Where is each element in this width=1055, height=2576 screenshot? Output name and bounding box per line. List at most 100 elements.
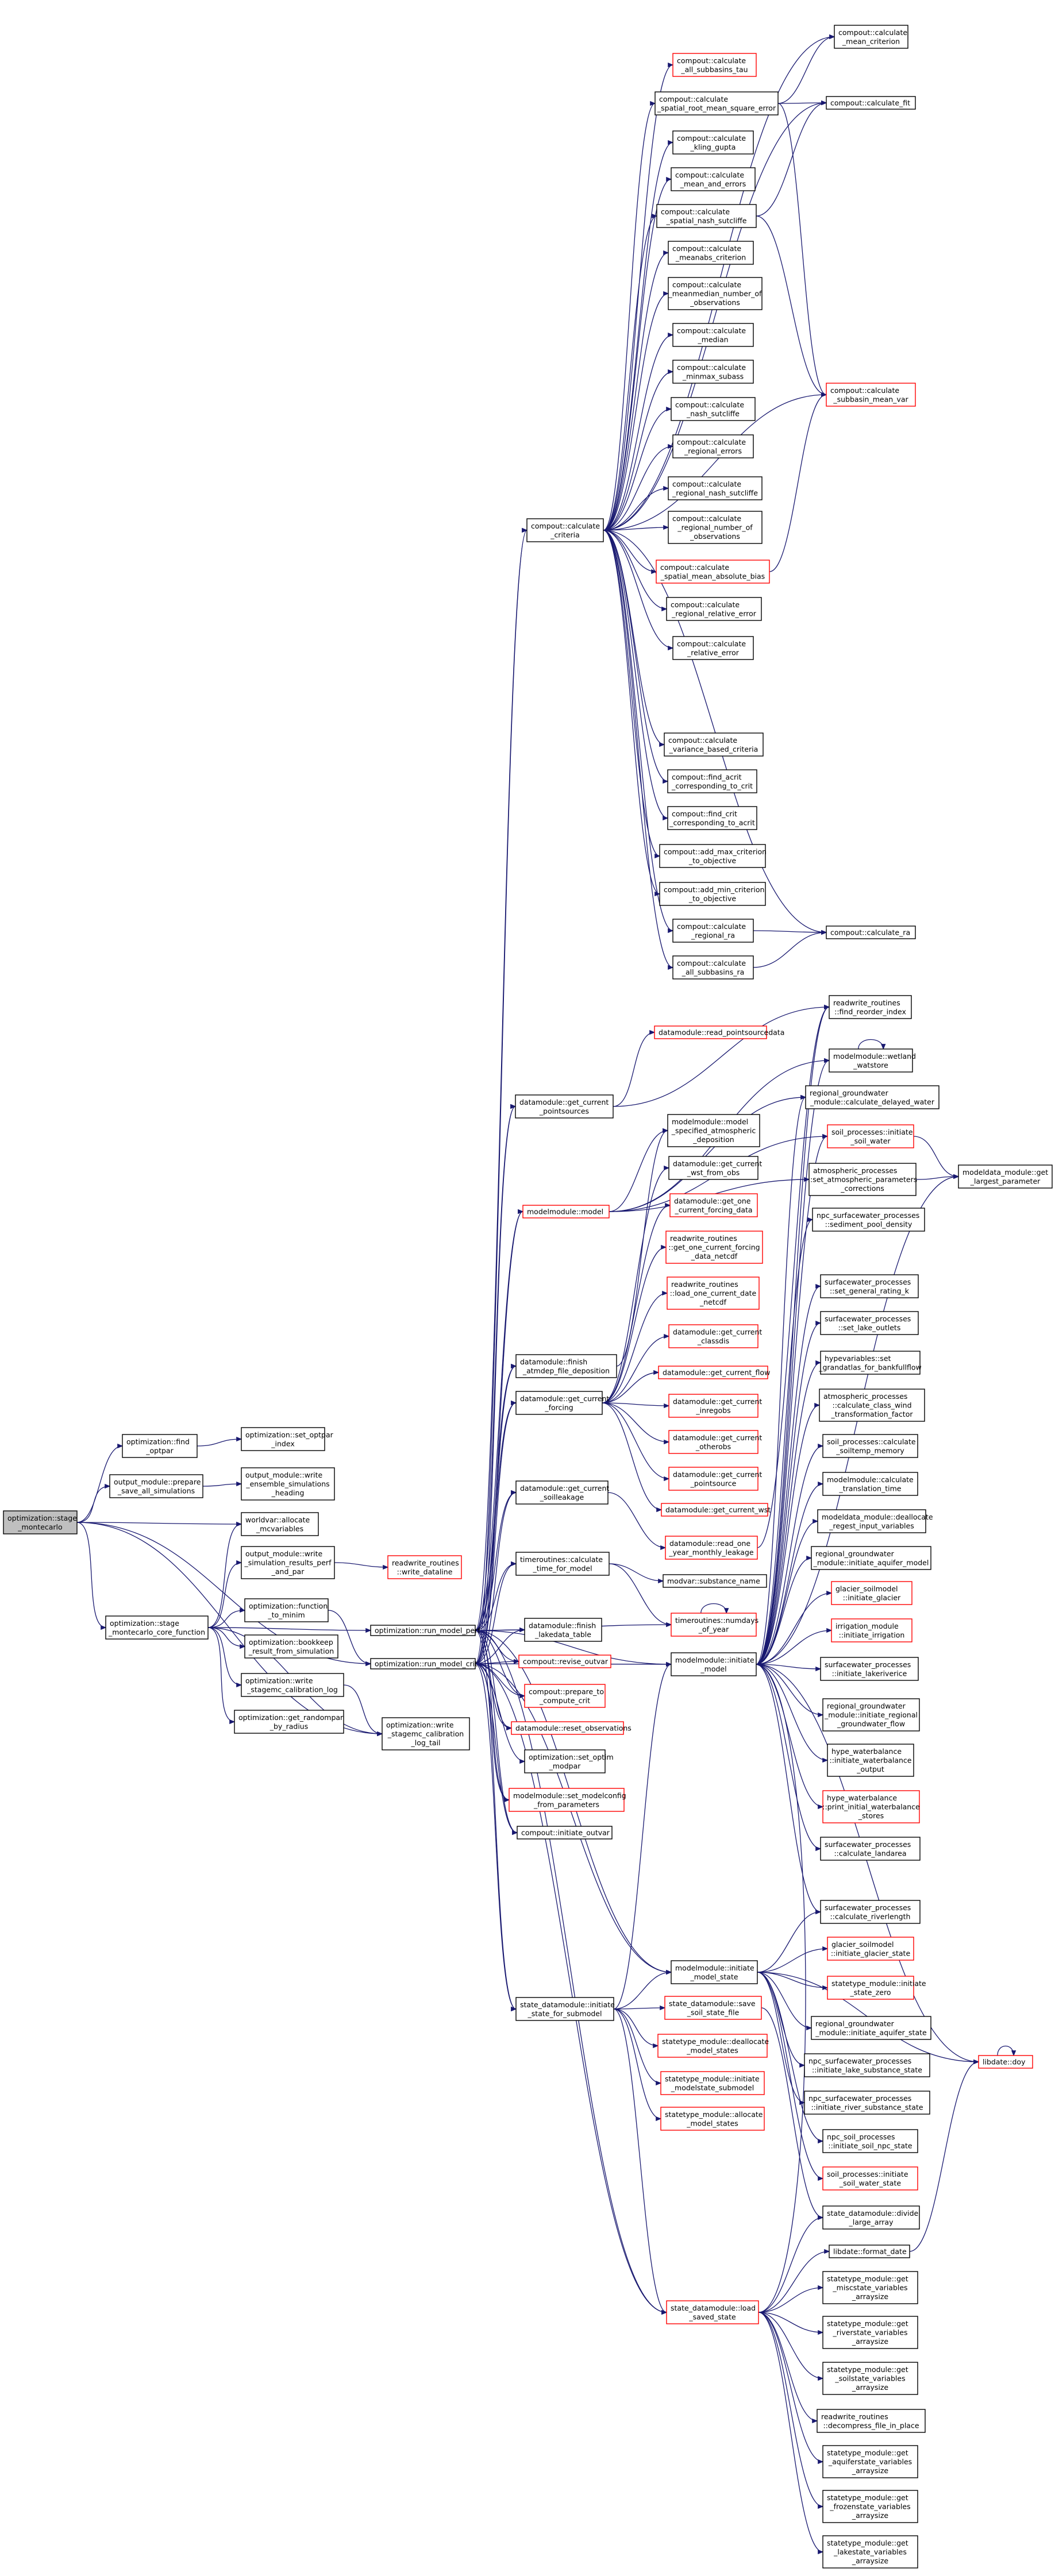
node-modelmodule-model[interactable]: modelmodule::model	[522, 1205, 610, 1218]
node-write-dataline[interactable]: readwrite_routines::write_dataline	[387, 1555, 462, 1579]
node-read-one-year-monthly-leakage[interactable]: datamodule::read_one_year_monthly_leakag…	[665, 1536, 758, 1560]
node-init-aquifer-state[interactable]: regional_groundwater_module::initiate_aq…	[811, 2016, 931, 2040]
node-model-specified-atm-dep[interactable]: modelmodule::model_specified_atmospheric…	[667, 1114, 760, 1147]
node-set-lake-outlets[interactable]: surfacewater_processes::set_lake_outlets	[820, 1311, 919, 1335]
node-calc-regional-nash[interactable]: compout::calculate_regional_nash_sutclif…	[668, 476, 763, 500]
node-init-soil-npc-state[interactable]: npc_soil_processes::initiate_soil_npc_st…	[822, 2129, 918, 2153]
node-read-pointsourcedata[interactable]: datamodule::read_pointsourcedata	[654, 1025, 784, 1039]
node-npc-sediment-pool-density[interactable]: npc_surfacewater_processes::sediment_poo…	[812, 1208, 925, 1232]
node-calc-delayed-water[interactable]: regional_groundwater_module::calculate_d…	[805, 1085, 940, 1109]
node-calc-mean-criterion[interactable]: compout::calculate_mean_criterion	[834, 25, 908, 49]
node-set-optim-modpar[interactable]: optimization::set_optim_modpar	[524, 1749, 614, 1773]
node-initiate-outvar[interactable]: compout::initiate_outvar	[517, 1826, 613, 1840]
node-divide-large-array[interactable]: state_datamodule::divide_large_array	[822, 2205, 920, 2230]
node-calc-minmax-subass[interactable]: compout::calculate_minmax_subass	[672, 360, 754, 384]
node-calc-regional-ra[interactable]: compout::calculate_regional_ra	[672, 919, 754, 943]
node-calc-riverlength[interactable]: surfacewater_processes::calculate_riverl…	[820, 1900, 921, 1924]
node-calc-ra[interactable]: compout::calculate_ra	[826, 925, 916, 939]
node-calc-meanmedian-number[interactable]: compout::calculate_meanmedian_number_of_…	[668, 277, 763, 310]
node-save-soil-state-file[interactable]: state_datamodule::save_soil_state_file	[664, 1996, 762, 2020]
node-calc-regional-errors[interactable]: compout::calculate_regional_errors	[672, 434, 754, 458]
node-init-glacier-state[interactable]: glacier_soilmodel::initiate_glacier_stat…	[827, 1937, 914, 1961]
node-init-soil-water[interactable]: soil_processes::initiate_soil_water	[827, 1124, 914, 1148]
node-find-reorder-index[interactable]: readwrite_routines::find_reorder_index	[829, 995, 912, 1019]
node-calc-spatial-root-mse[interactable]: compout::calculate_spatial_root_mean_squ…	[654, 91, 779, 115]
node-init-lake-substance-state[interactable]: npc_surfacewater_processes::initiate_lak…	[804, 2053, 930, 2077]
node-write-stagemc-log-tail[interactable]: optimization::write_stagemc_calibration_…	[382, 1717, 470, 1750]
node-get-current-wst-from-obs[interactable]: datamodule::get_current_wst_from_obs	[668, 1156, 762, 1180]
node-calc-all-subbasins-tau[interactable]: compout::calculate_all_subbasins_tau	[672, 53, 757, 77]
node-init-waterbalance-output[interactable]: hype_waterbalance::initiate_waterbalance…	[827, 1744, 914, 1777]
node-add-max-criterion[interactable]: compout::add_max_criterion_to_objective	[659, 844, 767, 868]
node-reset-observations[interactable]: datamodule::reset_observations	[511, 1721, 632, 1735]
node-calc-fit[interactable]: compout::calculate_fit	[826, 96, 916, 110]
node-init-aquifer-model[interactable]: regional_groundwater_module::initiate_aq…	[811, 1546, 931, 1570]
node-wetland-watstore[interactable]: modelmodule::wetland_watstore	[829, 1048, 916, 1073]
node-calc-spatial-mean-abs-bias[interactable]: compout::calculate_spatial_mean_absolute…	[656, 560, 770, 584]
node-get-randompar[interactable]: optimization::get_randompar_by_radius	[234, 1710, 344, 1734]
node-init-regional-gw-flow[interactable]: regional_groundwater_module::initiate_re…	[822, 1698, 920, 1732]
node-find-acrit[interactable]: compout::find_acrit_corresponding_to_cri…	[667, 769, 757, 793]
node-get-aquiferstate-arraysize[interactable]: statetype_module::get_aquiferstate_varia…	[822, 2445, 918, 2478]
node-add-min-criterion[interactable]: compout::add_min_criterion_to_objective	[659, 882, 766, 906]
node-dealloc-model-states[interactable]: statetype_module::deallocate_model_state…	[657, 2034, 769, 2058]
node-libdate-doy[interactable]: libdate::doy	[978, 2055, 1033, 2069]
node-prepare-save-all[interactable]: output_module::prepare_save_all_simulati…	[109, 1474, 203, 1498]
node-calc-landarea[interactable]: surfacewater_processes::calculate_landar…	[820, 1837, 921, 1861]
node-get-current-forcing[interactable]: datamodule::get_current_forcing	[515, 1391, 609, 1415]
node-init-river-substance-state[interactable]: npc_surfacewater_processes::initiate_riv…	[804, 2091, 930, 2115]
node-load-saved-state[interactable]: state_datamodule::load_saved_state	[666, 2300, 759, 2324]
node-calc-nash-sutcliffe[interactable]: compout::calculate_nash_sutcliffe	[671, 397, 756, 421]
node-libdate-format-date[interactable]: libdate::format_date	[829, 2245, 910, 2258]
node-dealloc-regest-input[interactable]: modeldata_module::deallocate_regest_inpu…	[817, 1509, 933, 1533]
node-bookkeep[interactable]: optimization::bookkeep_result_from_simul…	[244, 1634, 338, 1659]
node-init-state-zero[interactable]: statetype_module::initiate_state_zero	[827, 1976, 926, 2000]
node-get-current-pointsource[interactable]: datamodule::get_current_pointsource	[668, 1467, 762, 1491]
node-get-current-classdis[interactable]: datamodule::get_current_classdis	[668, 1324, 762, 1348]
node-run-model-perf[interactable]: optimization::run_model_perf	[370, 1625, 480, 1636]
node-calc-kling-gupta[interactable]: compout::calculate_kling_gupta	[672, 130, 754, 155]
node-set-general-rating-k[interactable]: surfacewater_processes::set_general_rati…	[820, 1274, 919, 1298]
node-get-one-current-forcing-netcdf[interactable]: readwrite_routines::get_one_current_forc…	[665, 1231, 763, 1264]
node-calc-subbasin-mean-var[interactable]: compout::calculate_subbasin_mean_var	[826, 383, 916, 407]
node-calc-criteria[interactable]: compout::calculate_criteria	[526, 518, 604, 542]
node-get-current-inregobs[interactable]: datamodule::get_current_inregobs	[668, 1394, 762, 1418]
node-modvar-substance-name[interactable]: modvar::substance_name	[663, 1574, 767, 1588]
node-timeroutines-calc-time[interactable]: timeroutines::calculate_time_for_model	[515, 1552, 610, 1576]
node-calc-regional-relative-error[interactable]: compout::calculate_regional_relative_err…	[666, 597, 762, 621]
node-get-largest-parameter[interactable]: modeldata_module::get_largest_parameter	[958, 1164, 1053, 1189]
node-calc-median[interactable]: compout::calculate_median	[672, 323, 754, 347]
node-calc-all-subbasins-ra[interactable]: compout::calculate_all_subbasins_ra	[672, 955, 754, 980]
node-print-initial-waterbalance[interactable]: hype_waterbalance::print_initial_waterba…	[822, 1790, 920, 1823]
node-init-lakeriverice[interactable]: surfacewater_processes::initiate_lakeriv…	[820, 1657, 919, 1681]
node-state-init-state-for-submodel[interactable]: state_datamodule::initiate_state_for_sub…	[515, 1997, 615, 2021]
node-calc-class-wind[interactable]: atmospheric_processes::calculate_class_w…	[819, 1389, 925, 1422]
node-get-soilstate-arraysize[interactable]: statetype_module::get_soilstate_variable…	[822, 2362, 918, 2395]
node-calc-meanabs[interactable]: compout::calculate_meanabs_criterion	[668, 241, 754, 265]
node-calc-variance-based[interactable]: compout::calculate_variance_based_criter…	[664, 732, 764, 757]
node-get-lakestate-arraysize[interactable]: statetype_module::get_lakestate_variable…	[822, 2535, 918, 2569]
node-get-current-soilleakage[interactable]: datamodule::get_current_soilleakage	[515, 1480, 609, 1505]
node-numdays-of-year[interactable]: timeroutines::numdays_of_year	[671, 1613, 758, 1637]
node-find-crit[interactable]: compout::find_crit_corresponding_to_acri…	[667, 806, 757, 830]
node-run-model-crit[interactable]: optimization::run_model_crit	[370, 1658, 478, 1669]
node-calc-translation-time[interactable]: modelmodule::calculate_translation_time	[822, 1472, 918, 1496]
node-decompress-file-in-place[interactable]: readwrite_routines::decompress_file_in_p…	[817, 2409, 926, 2433]
node-init-glacier[interactable]: glacier_soilmodel::initiate_glacier	[831, 1581, 912, 1605]
node-write-stagemc-log[interactable]: optimization::write_stagemc_calibration_…	[241, 1673, 344, 1697]
node-find-optpar[interactable]: optimization::find_optpar	[122, 1434, 198, 1458]
node-finish-lakedata-table[interactable]: datamodule::finish_lakedata_table	[524, 1618, 602, 1642]
node-load-one-current-date-netcdf[interactable]: readwrite_routines::load_one_current_dat…	[667, 1277, 760, 1310]
node-set-modelconfig[interactable]: modelmodule::set_modelconfig_from_parame…	[509, 1788, 626, 1812]
node-get-current-pointsources[interactable]: datamodule::get_current_pointsources	[515, 1094, 614, 1119]
node-calc-soiltemp-memory[interactable]: soil_processes::calculate_soiltemp_memor…	[822, 1434, 918, 1458]
node-allocate-mcvariables[interactable]: worldvar::allocate_mcvariables	[241, 1512, 319, 1536]
node-set-grandatlas[interactable]: hypevariables::set_grandatlas_for_bankfu…	[818, 1351, 922, 1375]
node-set-atm-param-corrections[interactable]: atmospheric_processes::set_atmospheric_p…	[808, 1163, 917, 1196]
node-modelmodule-initiate-model[interactable]: modelmodule::initiate_model	[671, 1652, 757, 1676]
node-get-current-flow[interactable]: datamodule::get_current_flow	[658, 1366, 770, 1379]
node-init-soil-water-state[interactable]: soil_processes::initiate_soil_water_stat…	[822, 2166, 918, 2191]
node-get-riverstate-arraysize[interactable]: statetype_module::get_riverstate_variabl…	[822, 2316, 918, 2349]
node-calc-regional-number-obs[interactable]: compout::calculate_regional_number_of_ob…	[668, 511, 763, 544]
node-finish-atmdep-file[interactable]: datamodule::finish_atmdep_file_depositio…	[515, 1354, 617, 1378]
